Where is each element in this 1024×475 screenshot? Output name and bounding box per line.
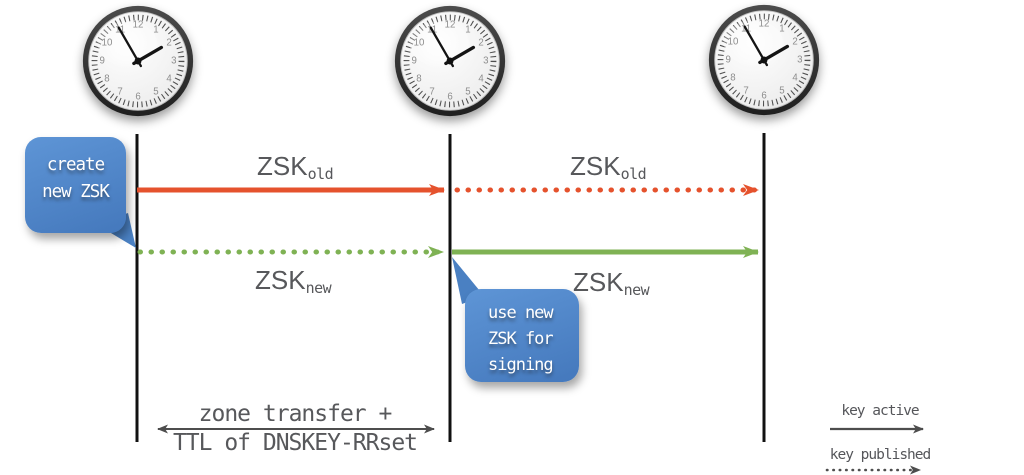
legend-key-published-label: key published (829, 447, 932, 463)
bubble-use-line2: ZSK for (488, 329, 554, 349)
zsk-base: ZSK (255, 265, 306, 295)
bubble-use-line1: use new (488, 303, 554, 323)
zsk-base: ZSK (573, 267, 624, 297)
zsk-sub-old: old (307, 165, 334, 183)
label-zsk-old-1: ZSKold (257, 151, 334, 183)
bubble-create-line1: create (46, 155, 105, 175)
zsk-sub-new: new (305, 279, 332, 297)
label-zsk-new-2: ZSKnew (573, 267, 650, 299)
speech-bubble-create-zsk: create new ZSK (25, 137, 126, 233)
annotation-zone-transfer: zone transfer + (198, 401, 393, 427)
bubble-create-line2: new ZSK (42, 182, 110, 202)
zsk-sub-old: old (620, 165, 647, 183)
annotation-ttl-dnskey: TTL of DNSKEY-RRset (172, 430, 418, 456)
zsk-sub-new: new (623, 281, 650, 299)
bubble-use-line3: signing (488, 355, 554, 375)
zsk-base: ZSK (570, 151, 621, 181)
speech-bubble-use-new-zsk: use new ZSK for signing (465, 289, 579, 382)
label-zsk-new-1: ZSKnew (255, 265, 332, 297)
label-zsk-old-2: ZSKold (570, 151, 647, 183)
legend-key-active-label: key active (841, 403, 919, 419)
zsk-base: ZSK (257, 151, 308, 181)
